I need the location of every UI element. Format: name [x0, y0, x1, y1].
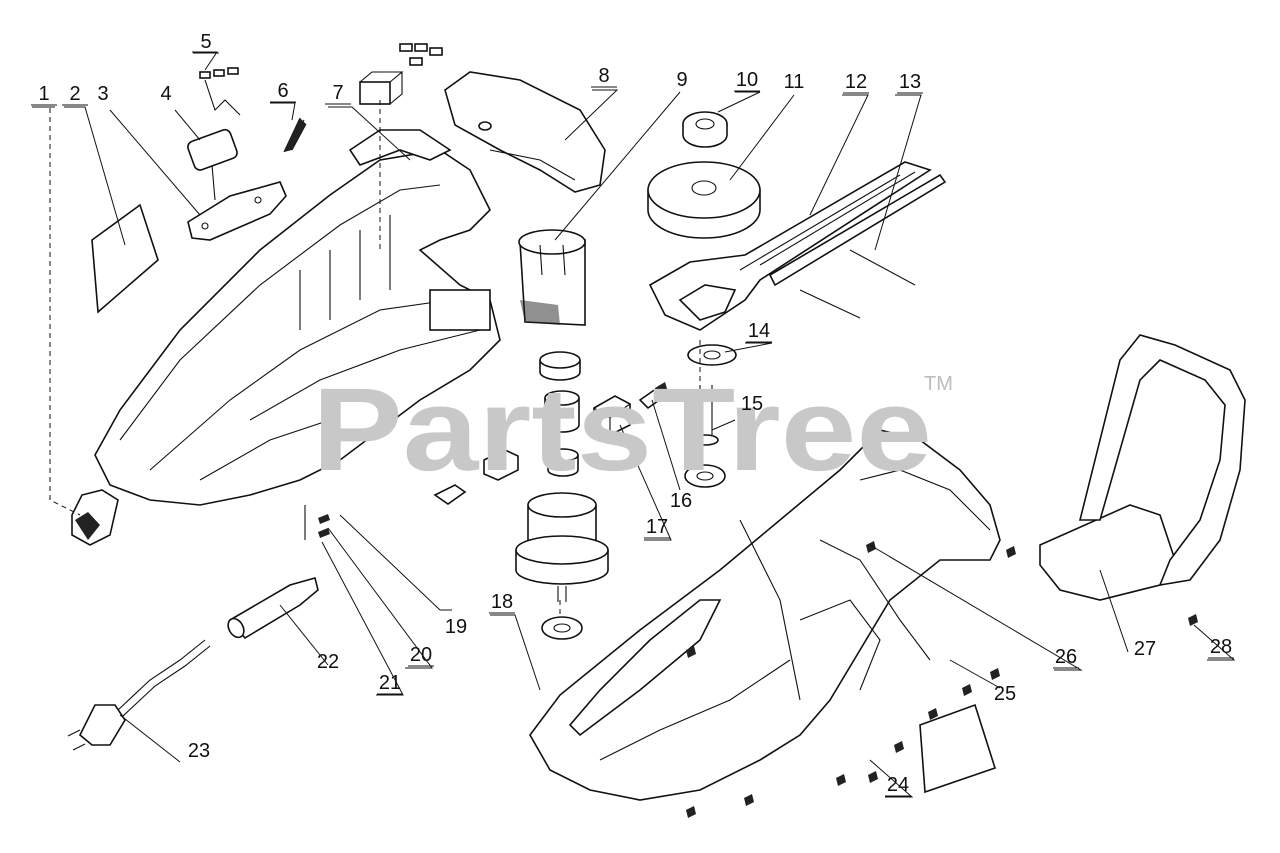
part-25-cover-plate	[919, 703, 996, 794]
part-11-gear	[647, 161, 761, 239]
callout-16: 16	[670, 490, 692, 512]
watermark-trademark: TM	[924, 373, 953, 395]
part-13-blade-bar	[768, 173, 947, 319]
part-4-switch	[187, 128, 238, 201]
part-5-terminals	[199, 67, 241, 116]
part-18-housing-right	[529, 429, 1001, 801]
callout-18: 18	[491, 591, 513, 613]
callout-5: 5	[200, 31, 211, 53]
callout-6: 6	[277, 80, 288, 102]
main-housing-left	[94, 129, 501, 506]
callout-15: 15	[741, 393, 763, 415]
part-16-screw	[638, 382, 670, 410]
callout-20: 20	[410, 644, 432, 666]
callout-28: 28	[1210, 636, 1232, 658]
callout-17: 17	[646, 516, 668, 538]
part-1-boot	[71, 489, 119, 546]
part-2-label	[91, 203, 159, 314]
callout-27: 27	[1134, 638, 1156, 660]
callout-23: 23	[188, 740, 210, 762]
part-9-field	[518, 229, 586, 326]
part-12-blade-assembly	[648, 161, 932, 331]
part-3-switch-bracket	[187, 181, 287, 241]
callout-19: 19	[445, 616, 467, 638]
callout-24: 24	[887, 774, 909, 796]
part-23-power-cord	[67, 639, 211, 751]
explosion-lines	[49, 100, 701, 615]
part-10-bearing	[682, 111, 728, 148]
callout-13: 13	[899, 71, 921, 93]
callout-8: 8	[598, 65, 609, 87]
callout-3: 3	[97, 83, 108, 105]
callout-10: 10	[736, 69, 758, 91]
part-8-cover	[444, 71, 606, 193]
callout-14: 14	[748, 320, 770, 342]
callout-25: 25	[994, 683, 1016, 705]
parts-20-21-screws	[304, 505, 330, 540]
callout-7: 7	[332, 82, 343, 104]
part-27-handle-grip	[1039, 504, 1176, 601]
callout-26: 26	[1055, 646, 1077, 668]
bearing-lower	[684, 464, 726, 488]
armature	[515, 351, 609, 602]
callout-9: 9	[676, 69, 687, 91]
watermark-text: PartsTree	[312, 364, 932, 496]
bearing-armature	[541, 616, 583, 640]
callout-4: 4	[160, 83, 171, 105]
connector-block	[359, 43, 443, 105]
part-22-cord-protector	[227, 577, 319, 640]
callout-22: 22	[317, 651, 339, 673]
part-6-spring	[283, 117, 307, 153]
loop-handle	[1078, 334, 1246, 587]
part-17-brush-holder	[593, 395, 631, 436]
part-14-washer	[687, 344, 737, 366]
callout-21: 21	[379, 672, 401, 694]
callout-12: 12	[845, 71, 867, 93]
callout-2: 2	[69, 83, 80, 105]
screws	[686, 541, 1198, 818]
callout-1: 1	[38, 83, 49, 105]
brush-left	[433, 449, 519, 505]
watermark: PartsTree TM	[312, 364, 953, 496]
callout-11: 11	[784, 71, 805, 93]
leader-lines	[32, 51, 1236, 798]
